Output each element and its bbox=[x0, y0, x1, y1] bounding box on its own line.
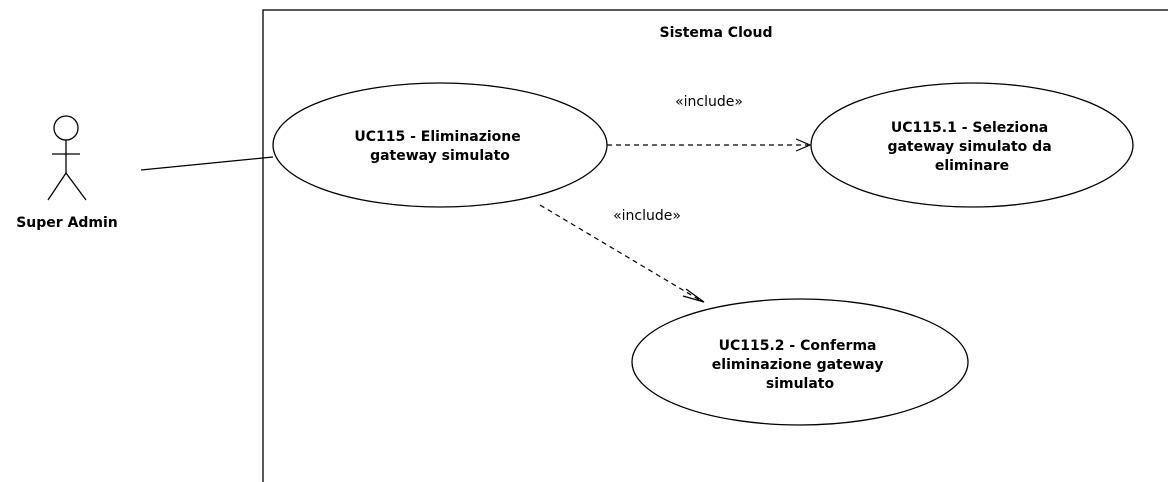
actor-name: Super Admin bbox=[16, 215, 118, 231]
use-case-uc115-2-line-2: eliminazione gateway bbox=[712, 357, 884, 373]
include-relation-1: «include» bbox=[607, 94, 812, 152]
use-case-uc115-line-1: UC115 - Eliminazione bbox=[354, 129, 520, 145]
system-title: Sistema Cloud bbox=[660, 25, 773, 41]
use-case-uc115-1-line-3: eliminare bbox=[935, 158, 1009, 174]
svg-text:UC115.1 - Seleziona gate: UC115.1 - Seleziona gateway simulato da … bbox=[887, 120, 1056, 174]
use-case-uc115-2-line-1: UC115.2 - Conferma bbox=[719, 338, 877, 354]
use-case-uc115-1-line-2: gateway simulato da bbox=[887, 139, 1051, 155]
use-case-uc115-line-2: gateway simulato bbox=[370, 148, 510, 164]
arrowhead-icon bbox=[682, 288, 705, 303]
use-case-uc115-2[interactable]: UC115.2 - Conferma eliminazione gateway … bbox=[631, 298, 969, 426]
include-label-1: «include» bbox=[675, 94, 743, 110]
association-line bbox=[140, 156, 274, 171]
actor-super-admin: Super Admin bbox=[16, 115, 118, 231]
system-boundary: Sistema Cloud bbox=[262, 9, 1168, 482]
use-case-uc115-1-line-1: UC115.1 - Seleziona bbox=[891, 120, 1048, 136]
include-label-2: «include» bbox=[613, 208, 681, 224]
include-relation-2: «include» bbox=[539, 204, 705, 303]
use-case-uc115-2-line-3: simulato bbox=[766, 376, 835, 392]
svg-text:UC115.2 - Conferma elimi: UC115.2 - Conferma eliminazione gateway … bbox=[712, 338, 888, 392]
svg-text:UC115 - Eliminazione gat: UC115 - Eliminazione gateway simulato bbox=[354, 129, 525, 164]
arrowhead-icon bbox=[795, 138, 812, 152]
use-case-uc115[interactable]: UC115 - Eliminazione gateway simulato bbox=[272, 82, 608, 208]
use-case-uc115-1[interactable]: UC115.1 - Seleziona gateway simulato da … bbox=[810, 82, 1134, 208]
actor-stick-figure-icon bbox=[47, 115, 87, 201]
